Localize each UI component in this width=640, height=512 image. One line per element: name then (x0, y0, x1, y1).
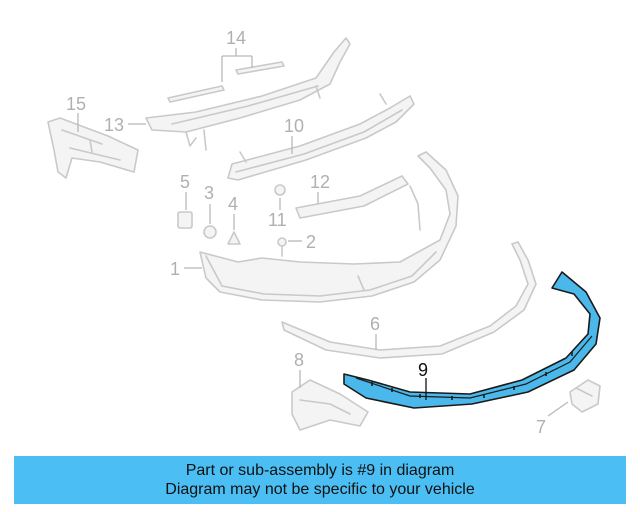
part-8-bracket: 8 (291, 350, 369, 431)
callout-15[interactable]: 15 (66, 94, 86, 114)
callout-9[interactable]: 9 (418, 360, 428, 380)
callout-2[interactable]: 2 (306, 232, 316, 252)
callout-4[interactable]: 4 (228, 194, 238, 214)
part-12-bracket: 12 (295, 172, 409, 219)
callout-5[interactable]: 5 (180, 172, 190, 192)
callout-12[interactable]: 12 (310, 172, 330, 192)
part-15-bracket: 15 (47, 94, 139, 179)
part-4-nut: 4 (227, 194, 241, 245)
part-1-bumper-cover: 1 (170, 151, 459, 303)
part-3-pin: 3 (203, 183, 217, 239)
part-10-absorber: 10 (227, 93, 415, 181)
banner-line-1: Part or sub-assembly is #9 in diagram (185, 462, 455, 479)
part-9-valance[interactable]: 9 (343, 271, 601, 409)
part-13-reinforcement: 13 (104, 37, 351, 151)
callout-7[interactable]: 7 (536, 417, 546, 437)
callout-3[interactable]: 3 (204, 183, 214, 203)
callout-1[interactable]: 1 (170, 259, 180, 279)
parts-diagram: 15 14 13 10 12 5 3 (47, 28, 601, 437)
info-banner: Part or sub-assembly is #9 in diagram Di… (14, 456, 626, 504)
callout-14[interactable]: 14 (226, 28, 246, 48)
part-11-nut: 11 (268, 184, 287, 230)
callout-13[interactable]: 13 (104, 115, 124, 135)
callout-10[interactable]: 10 (284, 116, 304, 136)
part-2-screw: 2 (277, 232, 316, 257)
part-5-clip: 5 (177, 172, 193, 229)
part-14-clips: 14 (167, 28, 285, 103)
callout-6[interactable]: 6 (370, 314, 380, 334)
part-6-molding: 6 (281, 241, 537, 359)
part-7-sensor: 7 (536, 379, 601, 437)
callout-11[interactable]: 11 (268, 210, 287, 230)
callout-8[interactable]: 8 (294, 350, 304, 370)
banner-line-2: Diagram may not be specific to your vehi… (165, 481, 475, 498)
